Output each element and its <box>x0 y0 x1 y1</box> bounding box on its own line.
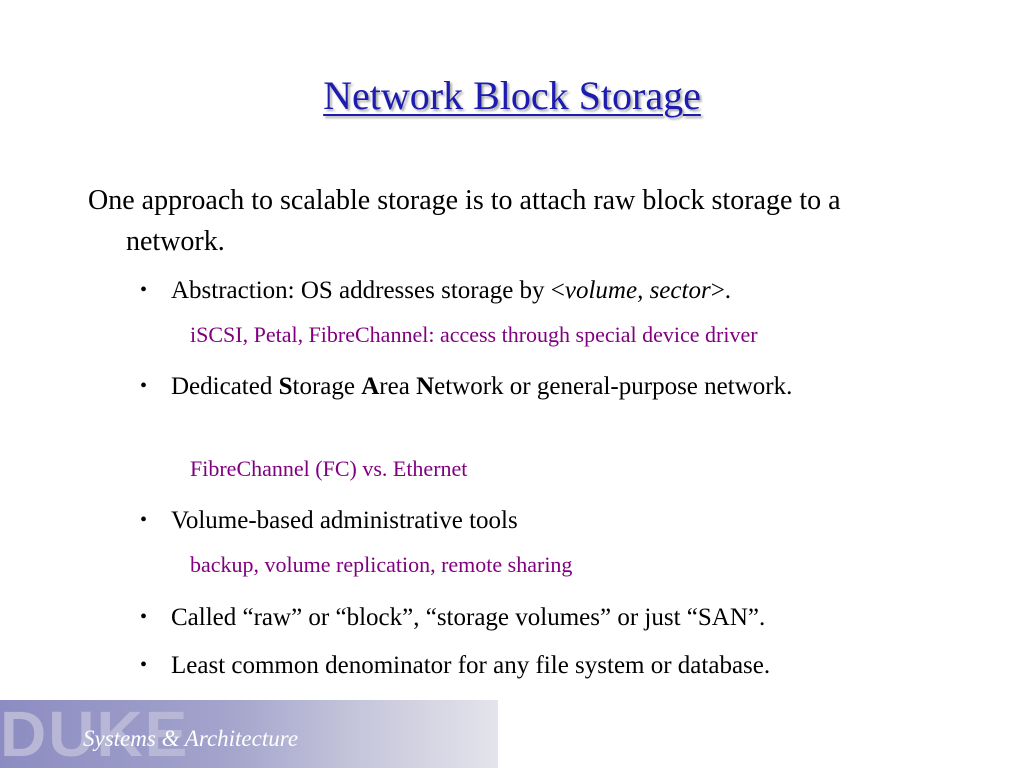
bullet-marker: • <box>140 606 148 628</box>
bullet-admin-tools: • Volume-based administrative tools <box>140 502 840 539</box>
bullet-text: Called “raw” or “block”, “storage volume… <box>171 604 766 631</box>
slide-title: Network Block Storage <box>323 73 701 118</box>
intro-paragraph: One approach to scalable storage is to a… <box>88 185 841 257</box>
bullet-called-raw: • Called “raw” or “block”, “storage volu… <box>140 599 840 636</box>
duke-logo: DUKE <box>0 700 190 768</box>
bullet-least-common: • Least common denominator for any file … <box>140 647 840 684</box>
bullet-text: Dedicated Storage Area Network or genera… <box>171 373 793 400</box>
bullet-san: • Dedicated Storage Area Network or gene… <box>140 368 840 405</box>
bullet-marker: • <box>140 654 148 676</box>
footer-banner: DUKE Systems & Architecture <box>0 700 498 768</box>
sub-bullet-drivers: iSCSI, Petal, FibreChannel: access throu… <box>190 322 758 347</box>
sub-bullet-backup: backup, volume replication, remote shari… <box>190 552 573 577</box>
bullet-marker: • <box>140 279 148 301</box>
bullet-abstraction: • Abstraction: OS addresses storage by <… <box>140 272 840 309</box>
bullet-text: Least common denominator for any file sy… <box>171 652 771 679</box>
bullet-text: Volume-based administrative tools <box>171 507 518 534</box>
bullet-marker: • <box>140 375 148 397</box>
bullet-text: Abstraction: OS addresses storage by <vo… <box>171 277 732 304</box>
sub-bullet-fc-ethernet: FibreChannel (FC) vs. Ethernet <box>190 456 468 481</box>
bullet-marker: • <box>140 509 148 531</box>
footer-subtitle: Systems & Architecture <box>83 726 299 751</box>
